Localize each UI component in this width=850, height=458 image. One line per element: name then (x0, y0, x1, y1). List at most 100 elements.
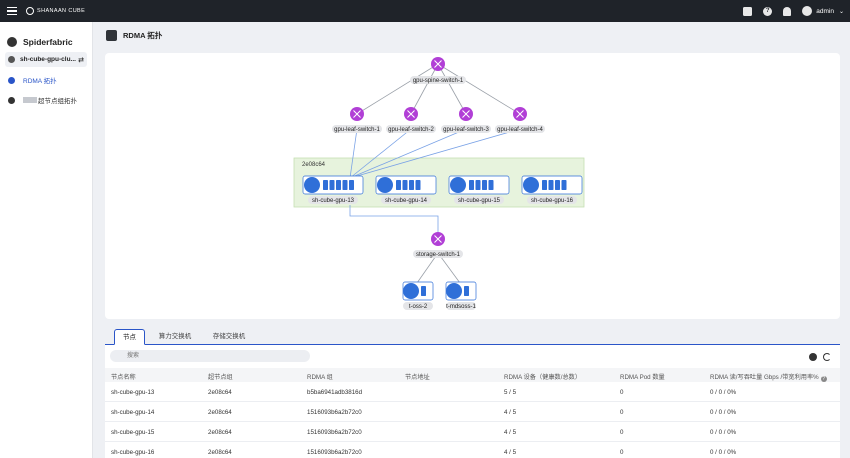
brand-logo[interactable]: SHANAAN CUBE (26, 7, 85, 15)
node-table: 节点名称 超节点组 RDMA 组 节点地址 RDMA 设备（健康数/总数） RD… (105, 345, 840, 458)
rdma-device-icon (409, 180, 414, 190)
spine-switch-label: gpu-spine-switch-1 (413, 78, 464, 84)
label-background (381, 196, 431, 204)
topology-graph[interactable]: gpu-spine-switch-1 gpu-leaf-switch-1 gpu-l… (105, 53, 840, 319)
leaf-node-link (349, 128, 412, 179)
user-avatar-icon[interactable] (802, 6, 813, 16)
node-storage-link (349, 205, 439, 233)
label-background (386, 125, 436, 133)
label-background (308, 196, 358, 204)
rdma-device-icon (349, 180, 354, 190)
table-cell: 4 / 5 (504, 429, 517, 436)
rdma-device-icon (396, 180, 401, 190)
table-cell: 0 (620, 449, 624, 456)
leaf-switch-label: gpu-leaf-switch-1 (334, 127, 380, 133)
leaf-node-link (349, 128, 358, 179)
table-cell: b5ba6941adb3816d (307, 389, 363, 396)
message-icon[interactable] (743, 6, 753, 16)
sidebar-item-label: 超节点组拓扑 (38, 98, 77, 105)
tab-storage-switch[interactable]: 存储交换机 (212, 333, 246, 340)
switch-arrows-icon (407, 110, 415, 118)
rdma-device-icon (469, 180, 474, 190)
search-input[interactable] (110, 350, 310, 362)
tab-compute-switch[interactable]: 算力交换机 (158, 333, 192, 340)
column-header[interactable]: 节点名称 (111, 374, 136, 381)
gear-icon[interactable] (809, 353, 817, 361)
label-background (403, 302, 433, 310)
rdma-device-icon (555, 180, 560, 190)
gpu-node-icon (523, 177, 539, 193)
column-header[interactable]: RDMA 组 (307, 374, 333, 381)
rdma-device-icon (548, 180, 554, 190)
storage-node-label: t-mdsoss-1 (446, 304, 476, 310)
column-header[interactable]: RDMA Pod 数量 (620, 374, 665, 381)
gpu-node-icon (304, 177, 320, 193)
column-header[interactable]: 超节点组 (208, 374, 233, 381)
storage-node-icon (446, 283, 462, 299)
table-cell: 0 / 0 / 0% (710, 449, 737, 456)
table-cell: 0 (620, 429, 624, 436)
label-background (441, 125, 491, 133)
bell-icon[interactable] (783, 6, 792, 16)
help-icon[interactable]: ? (763, 6, 773, 16)
rdma-device-icon (336, 180, 341, 190)
rdma-device-icon (402, 180, 408, 190)
rdma-device-icon (561, 180, 567, 190)
rdma-device-icon (415, 180, 421, 190)
sidebar-item-rdma-topology[interactable]: RDMA 拓扑 (0, 70, 92, 90)
table-cell: 0 / 0 / 0% (710, 409, 737, 416)
refresh-icon[interactable] (823, 353, 831, 361)
sidebar-title: Spiderfabric (0, 22, 92, 52)
menu-icon[interactable] (7, 6, 17, 16)
table-cell: sh-cube-gpu-14 (111, 409, 155, 416)
column-header[interactable]: 节点地址 (405, 374, 430, 381)
gpu-node-label: sh-cube-gpu-16 (531, 198, 574, 204)
supernode-group-label: 2e08c64 (302, 162, 326, 168)
leaf-switch-label: gpu-leaf-switch-3 (443, 127, 489, 133)
cluster-icon (8, 56, 15, 63)
label-background (332, 125, 382, 133)
sidebar-item-label: RDMA 拓扑 (23, 78, 57, 85)
table-cell: 1516093b6a2b72c0 (307, 449, 362, 456)
logo-icon (26, 7, 34, 15)
detail-panel: 节点 算力交换机 存储交换机 节点名称 超节点组 RDMA 组 节点地址 RDM… (105, 327, 840, 458)
cluster-selector[interactable]: sh-cube-gpu-clu... ⇄ (5, 52, 87, 67)
gpu-node-label: sh-cube-gpu-15 (458, 198, 501, 204)
switch-cluster-icon[interactable]: ⇄ (78, 56, 84, 64)
storage-switch-label: storage-switch-1 (416, 252, 461, 258)
brand-name: SHANAAN CUBE (37, 8, 86, 14)
top-bar: SHANAAN CUBE ? admin ⌄ (0, 0, 850, 22)
user-name[interactable]: admin (816, 7, 834, 15)
spine-leaf-link (437, 63, 521, 115)
gpu-node-icon (377, 177, 393, 193)
table-cell: 0 (620, 409, 624, 416)
table-cell: 0 (620, 389, 624, 396)
tab-nodes[interactable]: 节点 (114, 329, 145, 345)
label-background (413, 250, 463, 258)
table-cell: 2e08c64 (208, 389, 232, 396)
table-cell: sh-cube-gpu-15 (111, 429, 155, 436)
table-cell: 1516093b6a2b72c0 (307, 429, 362, 436)
gpu-node-label: sh-cube-gpu-13 (312, 198, 355, 204)
table-header: 节点名称 超节点组 RDMA 组 节点地址 RDMA 设备（健康数/总数） RD… (105, 368, 840, 382)
rdma-device-icon (323, 180, 328, 190)
rdma-device-icon (488, 180, 494, 190)
gpu-node-icon (450, 177, 466, 193)
switch-arrows-icon (434, 235, 442, 243)
table-cell: 2e08c64 (208, 449, 232, 456)
column-header[interactable]: RDMA 读/写吞吐量 Gbps /带宽利用率%? (710, 374, 827, 382)
table-cell: 1516093b6a2b72c0 (307, 409, 362, 416)
table-cell: sh-cube-gpu-16 (111, 449, 155, 456)
table-cell: 0 / 0 / 0% (710, 429, 737, 436)
column-header[interactable]: RDMA 设备（健康数/总数） (504, 374, 582, 381)
leaf-switch-label: gpu-leaf-switch-2 (388, 127, 434, 133)
sidebar-item-supernode-topology[interactable]: 超节点组拓扑 (0, 90, 92, 110)
topology-canvas[interactable]: gpu-spine-switch-1 gpu-leaf-switch-1 gpu-l… (105, 53, 840, 319)
help-icon[interactable]: ? (820, 376, 827, 382)
chevron-down-icon[interactable]: ⌄ (838, 8, 844, 15)
switch-arrows-icon (434, 60, 442, 68)
